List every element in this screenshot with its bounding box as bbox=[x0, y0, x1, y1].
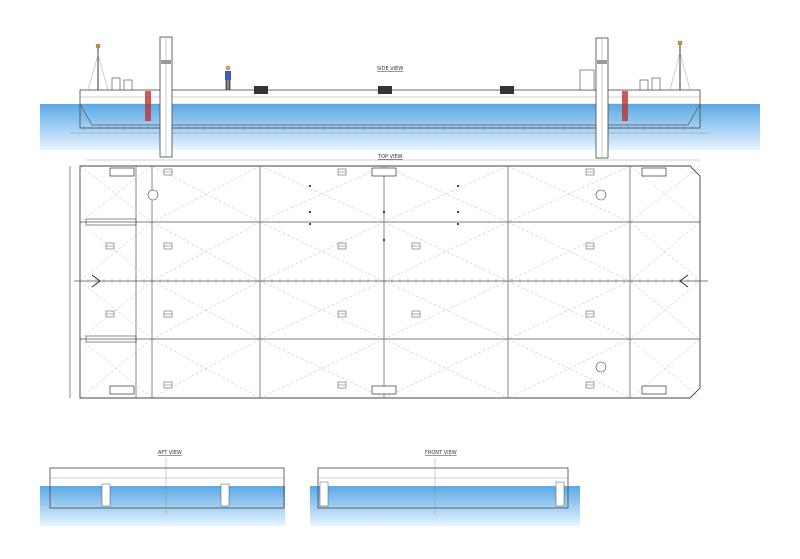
aft-view-title: AFT VIEW bbox=[158, 450, 182, 456]
mast-light-icon bbox=[87, 43, 109, 91]
aft-water bbox=[40, 486, 285, 526]
bow-marking-right bbox=[622, 91, 628, 121]
winch-icon bbox=[105, 168, 595, 389]
hatch-icon bbox=[147, 189, 607, 373]
bollard-icon bbox=[254, 86, 514, 94]
front-view-title: FRONT VIEW bbox=[425, 450, 457, 456]
top-hull-outline bbox=[79, 165, 701, 399]
aft-view: AFT VIEW bbox=[40, 450, 290, 526]
front-view: FRONT VIEW bbox=[308, 450, 580, 526]
side-frame-ticks bbox=[83, 126, 701, 131]
top-view: TOP VIEW bbox=[69, 154, 708, 399]
top-view-title: TOP VIEW bbox=[377, 154, 403, 160]
side-view: SIDE VIEW bbox=[40, 36, 760, 159]
bollard-icon bbox=[109, 167, 667, 395]
spud-pole-icon bbox=[159, 36, 173, 158]
front-water bbox=[310, 486, 580, 526]
spud-pole-icon bbox=[595, 37, 609, 159]
winch-icon bbox=[111, 77, 133, 91]
person-icon bbox=[225, 65, 231, 90]
mast-light-icon bbox=[669, 40, 691, 91]
bow-marking-left bbox=[145, 91, 151, 121]
winch-icon bbox=[579, 69, 661, 91]
top-centerline-ticks bbox=[79, 279, 697, 283]
side-view-title: SIDE VIEW bbox=[377, 66, 403, 72]
diagonal-bracing bbox=[79, 165, 701, 399]
